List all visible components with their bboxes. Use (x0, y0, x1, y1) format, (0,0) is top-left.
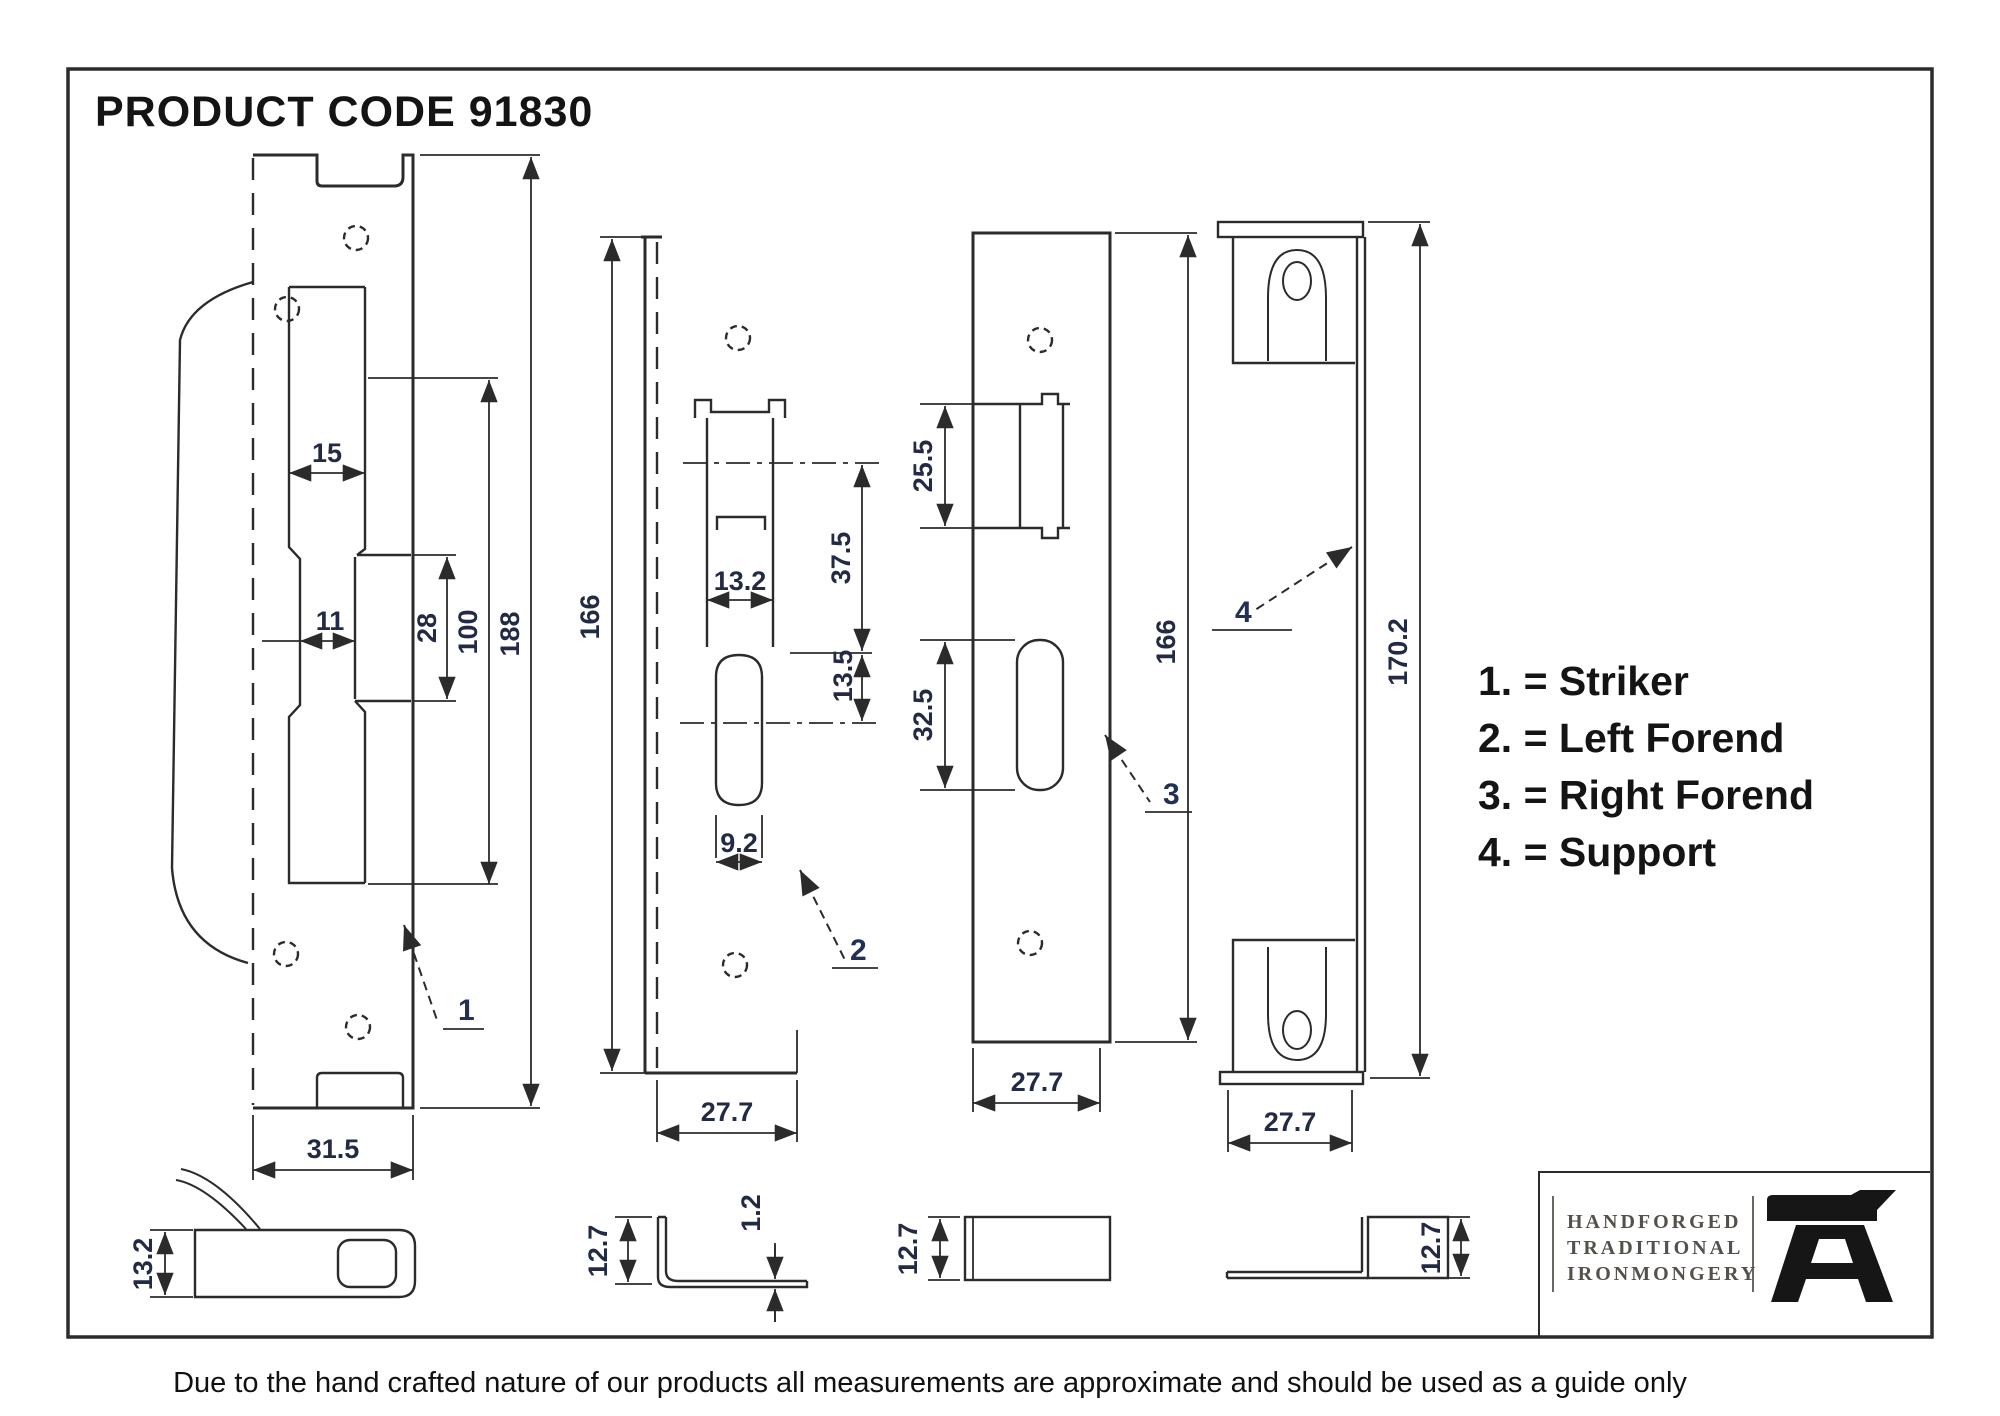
legend-item-left-forend: 2. = Left Forend (1478, 715, 1784, 761)
logo-text-line3: IRONMONGERY (1567, 1263, 1758, 1285)
dim-label-lf-overall: 166 (575, 594, 605, 639)
callout-left-forend: 2 (850, 934, 867, 967)
support-section-view: 12.7 (1225, 1215, 1470, 1280)
dim-label-striker-top-slot: 15 (312, 438, 342, 468)
support-side-view: 170.2 27.7 4 (1212, 220, 1430, 1152)
dim-label-lf-section-thickness: 1.2 (736, 1194, 766, 1232)
dim-label-rf-section-height: 12.7 (893, 1223, 923, 1276)
striker-section-view: 13.2 (128, 1168, 417, 1299)
striker-lip-edge (170, 280, 254, 965)
right-forend-hole (1026, 326, 1054, 354)
right-forend-hole (1016, 929, 1044, 957)
dim-label-support-width: 27.7 (1264, 1107, 1317, 1137)
left-forend-hole (724, 324, 752, 352)
dim-label-striker-cutout: 100 (453, 609, 483, 654)
striker-front-view: 15 11 28 100 188 31.5 1 (170, 153, 540, 1180)
dim-label-lf-latch-offset: 37.5 (826, 532, 856, 585)
dim-label-support-section-height: 12.7 (1416, 1222, 1446, 1275)
dim-label-support-overall: 170.2 (1383, 618, 1413, 686)
striker-hole (342, 224, 370, 252)
left-forend-section-view: 12.7 1.2 (583, 1194, 809, 1322)
right-forend-front-view: 25.5 32.5 166 27.7 3 (908, 231, 1197, 1112)
disclaimer-text: Due to the hand crafted nature of our pr… (173, 1367, 1687, 1399)
striker-hole (272, 940, 300, 968)
logo-text-line2: TRADITIONAL (1567, 1237, 1743, 1259)
legend-item-right-forend: 3. = Right Forend (1478, 772, 1814, 818)
brand-logo: HANDFORGED TRADITIONAL IRONMONGERY (1538, 1171, 1930, 1337)
dim-label-striker-thickness: 13.2 (128, 1238, 158, 1291)
dim-label-lf-latch-slot: 13.2 (714, 566, 767, 596)
left-forend-hole (721, 951, 749, 979)
logo-text-line1: HANDFORGED (1567, 1211, 1741, 1233)
dim-label-lf-width: 27.7 (701, 1097, 754, 1127)
callout-striker: 1 (458, 994, 475, 1027)
logo-box-border (1538, 1171, 1930, 1337)
dim-label-striker-overall: 188 (495, 611, 525, 656)
legend-item-striker: 1. = Striker (1478, 658, 1689, 704)
dim-label-lf-bolt-slot: 9.2 (720, 828, 758, 858)
dim-label-striker-width: 31.5 (307, 1134, 360, 1164)
dim-label-rf-overall: 166 (1151, 619, 1181, 664)
callout-support: 4 (1235, 596, 1252, 629)
dim-label-lf-section-height: 12.7 (583, 1225, 613, 1278)
right-forend-section-view: 12.7 (893, 1215, 1112, 1282)
dim-label-rf-width: 27.7 (1011, 1067, 1064, 1097)
dim-label-rf-bolt-slot: 32.5 (908, 689, 938, 742)
legend-item-support: 4. = Support (1478, 829, 1716, 875)
callout-right-forend: 3 (1163, 778, 1180, 811)
striker-hole (273, 295, 301, 323)
dim-label-rf-latch-offset: 25.5 (908, 440, 938, 493)
page-title: PRODUCT CODE 91830 (95, 88, 593, 136)
sheet-border (66, 67, 1934, 1339)
dim-label-striker-neck: 11 (316, 606, 345, 636)
dim-label-striker-box: 28 (412, 613, 442, 643)
striker-hole (344, 1013, 372, 1041)
dim-label-lf-center-gap: 13.5 (828, 650, 858, 703)
legend: 1. = Striker 2. = Left Forend 3. = Right… (1478, 658, 1814, 875)
anvil-icon (1767, 1190, 1896, 1302)
left-forend-front-view: 13.2 9.2 37.5 13.5 166 27.7 2 (575, 235, 880, 1142)
